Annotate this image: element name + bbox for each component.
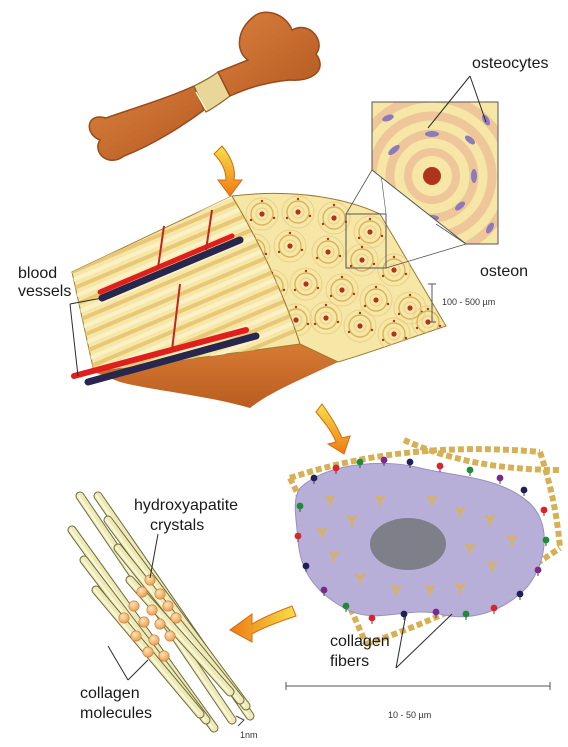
label-osteon: osteon <box>480 263 528 280</box>
label-osteocytes: osteocytes <box>472 55 548 72</box>
label-hydroxyapatite-1: hydroxyapatite <box>134 497 238 514</box>
nm-scale-bracket <box>236 716 244 726</box>
label-blood-vessels-2: vessels <box>18 283 71 300</box>
label-collagen-fibers-1: collagen <box>330 633 390 650</box>
label-cell-scale: 10 - 50 µm <box>388 710 431 720</box>
label-blood-vessels-1: blood <box>18 265 57 282</box>
label-collagen-molecules-2: molecules <box>80 705 152 722</box>
femur-bone <box>89 12 320 160</box>
zoom-arrow-2 <box>316 404 350 454</box>
label-osteon-scale: 100 - 500 µm <box>442 297 495 307</box>
label-hydroxyapatite-2: crystals <box>150 517 204 534</box>
cell-scale-bar <box>286 682 550 690</box>
label-collagen-fibers-2: fibers <box>330 653 369 670</box>
zoom-arrow-1 <box>214 146 242 196</box>
label-molecule-scale: 1nm <box>240 730 258 740</box>
osteocyte-cell <box>290 440 560 644</box>
label-collagen-molecules-1: collagen <box>80 685 140 702</box>
zoom-arrow-3 <box>230 606 296 642</box>
